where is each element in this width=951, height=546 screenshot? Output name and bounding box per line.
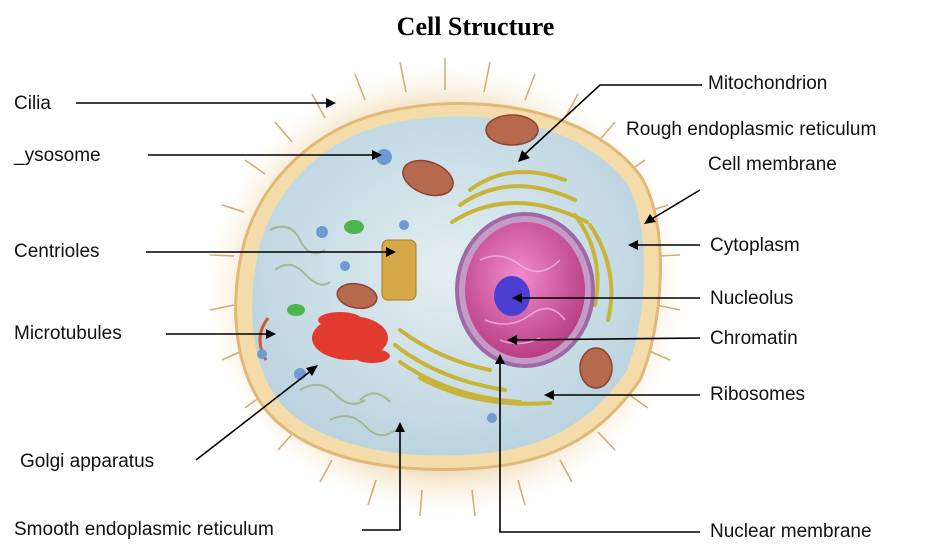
label-nucleolus: Nucleolus <box>710 289 793 308</box>
label-chromatin: Chromatin <box>710 329 798 348</box>
label-ribosomes: Ribosomes <box>710 385 805 404</box>
label-cilia: Cilia <box>14 94 51 113</box>
label-lysosome: _ysosome <box>14 146 101 165</box>
label-rough-er: Rough endoplasmic reticulum <box>626 120 876 139</box>
nucleolus-shape <box>494 276 530 316</box>
label-cytoplasm: Cytoplasm <box>710 236 800 255</box>
label-centrioles: Centrioles <box>14 242 100 261</box>
label-mitochondrion: Mitochondrion <box>708 74 827 93</box>
label-cell-membrane: Cell membrane <box>708 155 837 174</box>
label-golgi-apparatus: Golgi apparatus <box>20 452 154 471</box>
label-smooth-er: Smooth endoplasmic reticulum <box>14 520 274 539</box>
label-microtubules: Microtubules <box>14 324 122 343</box>
label-nuclear-membrane: Nuclear membrane <box>710 522 872 541</box>
